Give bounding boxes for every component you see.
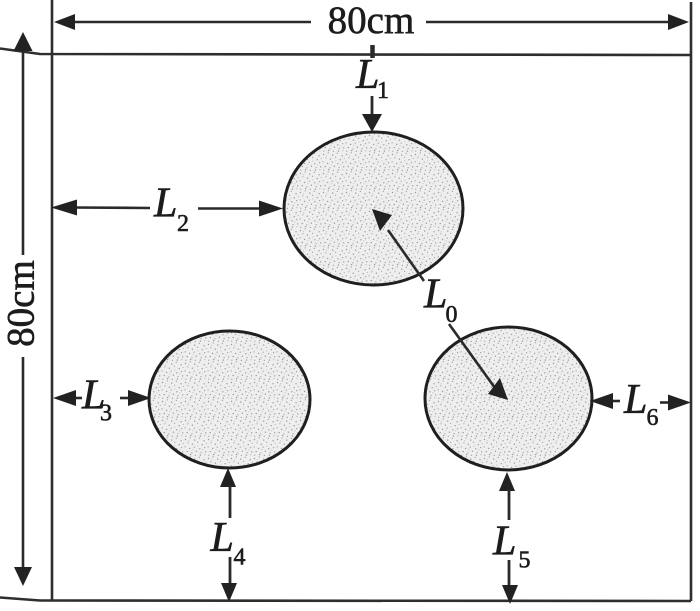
svg-text:4: 4 <box>234 545 246 571</box>
svg-text:3: 3 <box>100 401 112 427</box>
svg-text:2: 2 <box>177 211 189 237</box>
svg-text:1: 1 <box>377 78 389 104</box>
svg-text:L: L <box>623 377 647 423</box>
svg-text:80cm: 80cm <box>0 260 43 347</box>
svg-text:6: 6 <box>647 405 659 431</box>
svg-text:0: 0 <box>446 302 458 328</box>
svg-text:L: L <box>153 181 177 227</box>
svg-text:L: L <box>355 52 379 98</box>
svg-text:L: L <box>81 373 105 419</box>
svg-text:L: L <box>210 515 234 561</box>
svg-text:80cm: 80cm <box>328 0 415 42</box>
svg-text:L: L <box>423 272 447 318</box>
svg-text:5: 5 <box>519 548 531 574</box>
svg-text:L: L <box>492 519 516 565</box>
